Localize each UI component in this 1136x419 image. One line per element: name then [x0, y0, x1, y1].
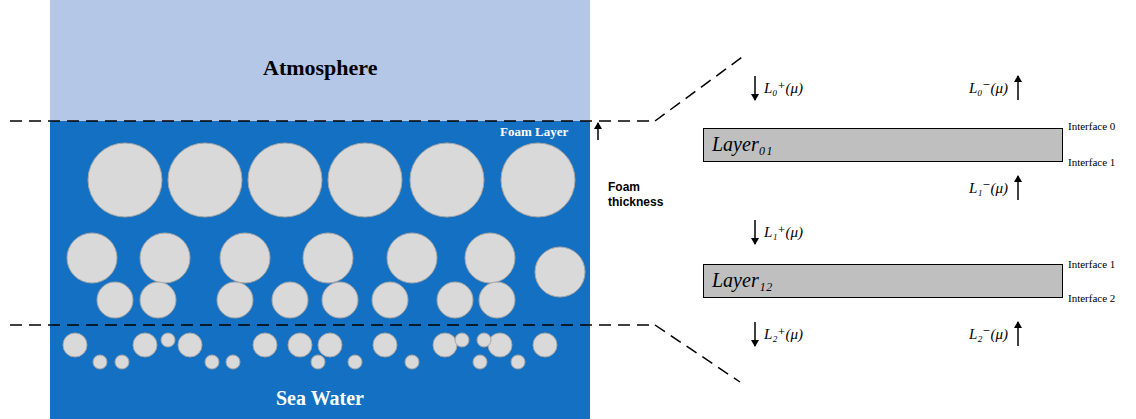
- bubble: [387, 233, 437, 283]
- interface-label: Interface 0: [1068, 120, 1115, 132]
- bubble: [533, 333, 557, 357]
- bubble: [433, 333, 457, 357]
- bubble: [288, 333, 312, 357]
- bubble: [318, 333, 342, 357]
- bubble: [220, 233, 270, 283]
- atmosphere-fill: [50, 0, 590, 121]
- dimension-label: Foam thickness: [608, 180, 678, 210]
- bubble: [217, 282, 253, 318]
- layer-name: Layer₁₂: [712, 269, 773, 292]
- bubble: [373, 333, 397, 357]
- medium-name: Atmosphere: [263, 55, 377, 81]
- medium-name: Foam Layer: [500, 124, 568, 140]
- medium-band: Sea Water: [50, 325, 590, 419]
- radiance-label: L₀⁺(μ): [764, 79, 803, 97]
- bubble: [133, 333, 157, 357]
- bubbles: [63, 143, 585, 369]
- bubble: [97, 282, 133, 318]
- bubble: [63, 333, 87, 357]
- bubble: [465, 233, 515, 283]
- bubble: [161, 333, 175, 347]
- bubble: [140, 282, 176, 318]
- bubble: [455, 333, 469, 347]
- bubble: [226, 355, 240, 369]
- radiance-label: L₀⁻(μ): [969, 79, 1008, 97]
- interface-label: Interface 2: [1068, 292, 1115, 304]
- bubble: [348, 355, 362, 369]
- bubble: [272, 282, 308, 318]
- radiance-label: L₁⁻(μ): [969, 179, 1008, 197]
- flux-arrows: [598, 76, 1018, 346]
- bubble: [140, 233, 190, 283]
- medium-band: Foam Layer: [50, 121, 590, 325]
- layer-box: Layer₀₁: [703, 128, 1063, 162]
- bubble: [328, 143, 402, 217]
- bubble: [168, 143, 242, 217]
- interface-label: Interface 1: [1068, 156, 1115, 168]
- bubble: [473, 355, 487, 369]
- bubble: [405, 355, 419, 369]
- bubble: [115, 355, 129, 369]
- bubble: [479, 282, 515, 318]
- radiance-label: L₂⁻(μ): [969, 325, 1008, 343]
- bubble: [311, 355, 325, 369]
- bubble: [535, 247, 585, 297]
- dashed-guides: [10, 55, 745, 382]
- interface-label: Interface 1: [1068, 258, 1115, 270]
- bubble: [477, 333, 491, 347]
- radiance-label: L₁⁺(μ): [764, 223, 803, 241]
- layer-box: Layer₁₂: [703, 264, 1063, 298]
- bubble: [372, 282, 408, 318]
- bubble: [322, 282, 358, 318]
- bubble: [501, 143, 575, 217]
- bubble: [253, 333, 277, 357]
- bubble: [410, 143, 484, 217]
- bubble: [93, 355, 107, 369]
- bubble: [88, 143, 162, 217]
- medium-name: Sea Water: [276, 387, 364, 410]
- bubble: [67, 233, 117, 283]
- bubble: [248, 143, 322, 217]
- medium-band: Atmosphere: [50, 0, 590, 121]
- water-fill: [50, 121, 590, 419]
- bubble: [511, 355, 525, 369]
- radiance-label: L₂⁺(μ): [764, 325, 803, 343]
- layer-name: Layer₀₁: [712, 133, 773, 156]
- bubble: [303, 233, 353, 283]
- bubble: [178, 333, 202, 357]
- bubble: [205, 355, 219, 369]
- bubble: [488, 333, 512, 357]
- bubble: [437, 282, 473, 318]
